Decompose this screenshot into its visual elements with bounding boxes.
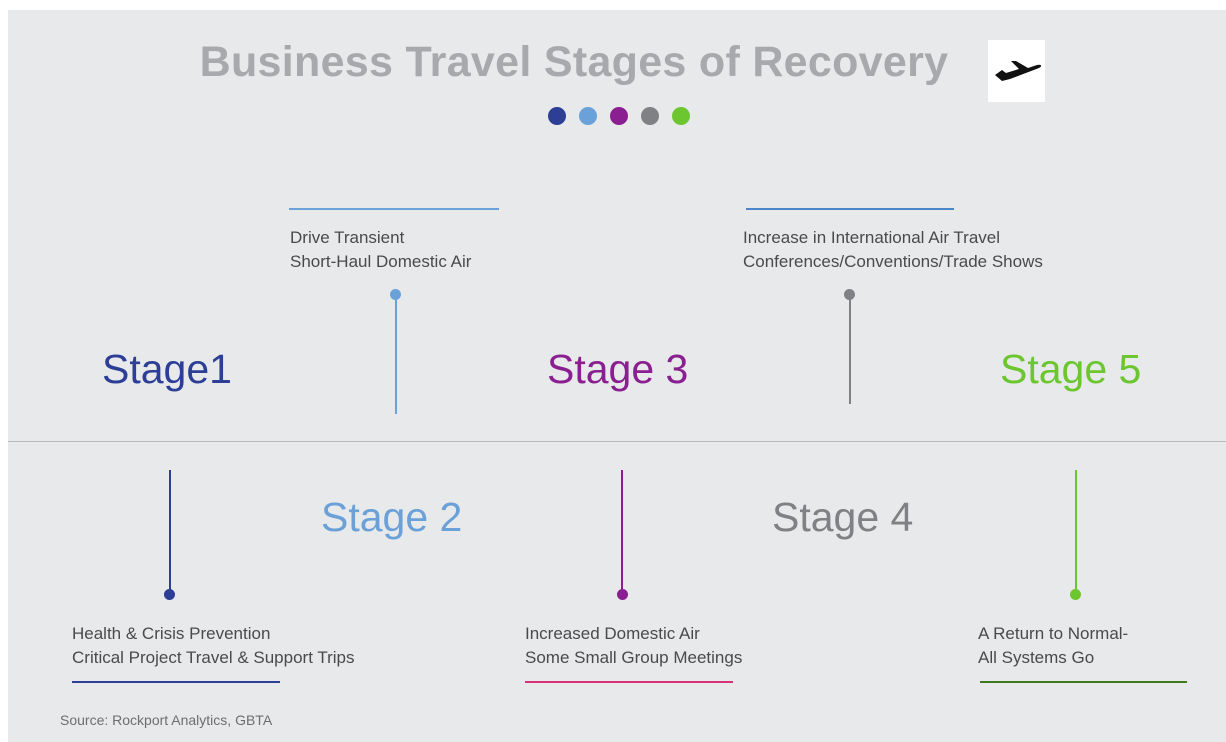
infographic-panel: [8, 10, 1226, 742]
stage-4-description: Increase in International Air Travel Con…: [743, 226, 1043, 274]
stage-4-end-dot: [844, 289, 855, 300]
stage-1-label: Stage1: [102, 346, 232, 392]
stage-2-end-dot: [390, 289, 401, 300]
color-dot: [641, 107, 659, 125]
stage-5-description: A Return to Normal- All Systems Go: [978, 622, 1128, 670]
stage-2-line-1: Drive Transient: [290, 228, 405, 247]
stage-4-line-2: Conferences/Conventions/Trade Shows: [743, 252, 1043, 271]
stage-2-rule: [289, 208, 499, 210]
stage-3-line-2: Some Small Group Meetings: [525, 648, 743, 667]
stage-5-label: Stage 5: [1000, 346, 1142, 392]
stage-1-rule: [72, 681, 280, 683]
stage-5-line-1: A Return to Normal-: [978, 624, 1129, 643]
color-dot: [610, 107, 628, 125]
stage-2-line-2: Short-Haul Domestic Air: [290, 252, 472, 271]
stage-3-line-1: Increased Domestic Air: [525, 624, 700, 643]
stage-1-end-dot: [164, 589, 175, 600]
stage-1-description: Health & Crisis Prevention Critical Proj…: [72, 622, 354, 670]
stage-3-connector: [621, 470, 623, 594]
stage-5-end-dot: [1070, 589, 1081, 600]
stage-5-line-2: All Systems Go: [978, 648, 1095, 667]
stage-3-end-dot: [617, 589, 628, 600]
stage-3-description: Increased Domestic Air Some Small Group …: [525, 622, 742, 670]
airplane-icon: [988, 40, 1045, 102]
stage-2-label: Stage 2: [321, 494, 463, 540]
stage-4-line-1: Increase in International Air Travel: [743, 228, 1001, 247]
color-dots: [548, 107, 690, 125]
stage-1-line-2: Critical Project Travel & Support Trips: [72, 648, 355, 667]
stage-5-connector: [1075, 470, 1077, 594]
stage-1-line-1: Health & Crisis Prevention: [72, 624, 271, 643]
stage-1-connector: [169, 470, 171, 594]
source-note: Source: Rockport Analytics, GBTA: [60, 712, 273, 728]
stage-2-connector: [395, 296, 397, 414]
stage-3-label: Stage 3: [547, 346, 689, 392]
stage-4-connector: [849, 298, 851, 404]
stage-4-label: Stage 4: [772, 494, 914, 540]
color-dot: [579, 107, 597, 125]
stage-5-rule: [980, 681, 1187, 683]
page-title: Business Travel Stages of Recovery: [199, 38, 949, 86]
stage-4-rule: [746, 208, 954, 210]
stage-2-description: Drive Transient Short-Haul Domestic Air: [290, 226, 471, 274]
color-dot: [548, 107, 566, 125]
color-dot: [672, 107, 690, 125]
stage-3-rule: [525, 681, 733, 683]
